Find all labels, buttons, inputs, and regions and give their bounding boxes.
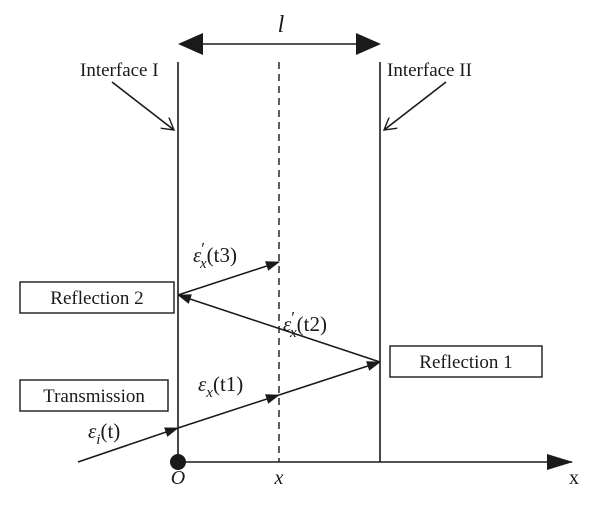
reflection-2-label: Reflection 2: [50, 288, 143, 309]
origin-label: O: [171, 467, 185, 489]
transmitted-ray-first-half: [177, 394, 280, 429]
incident-ray: [77, 427, 179, 463]
axis-label: x: [569, 467, 579, 489]
length-dimension-arrow: [178, 33, 381, 55]
transmitted-wave-label: εx(t1): [198, 372, 243, 401]
transmitted-ray-second-half: [278, 361, 381, 396]
reflection-2-box: Reflection 2: [19, 281, 175, 314]
interface-left-pointer: [111, 81, 174, 130]
reflected-wave-1-label: ε′x(t2): [283, 308, 327, 341]
incident-wave-label: εi(t): [88, 419, 120, 448]
position-label: x: [274, 467, 284, 489]
interface-right-pointer: [384, 81, 447, 130]
reflected-ray-2: [177, 261, 280, 296]
reflection-1-box: Reflection 1: [389, 345, 543, 378]
interface-left-label: Interface I: [80, 60, 159, 81]
transmission-label: Transmission: [43, 386, 145, 407]
length-label: l: [278, 12, 285, 38]
reflected-ray-1: [177, 294, 381, 363]
transmission-box: Transmission: [19, 379, 169, 412]
origin-dot: [170, 454, 186, 470]
reflected-wave-2-label: ε′x(t3): [193, 239, 237, 272]
interface-right-label: Interface II: [387, 60, 472, 81]
reflection-1-label: Reflection 1: [419, 352, 512, 373]
